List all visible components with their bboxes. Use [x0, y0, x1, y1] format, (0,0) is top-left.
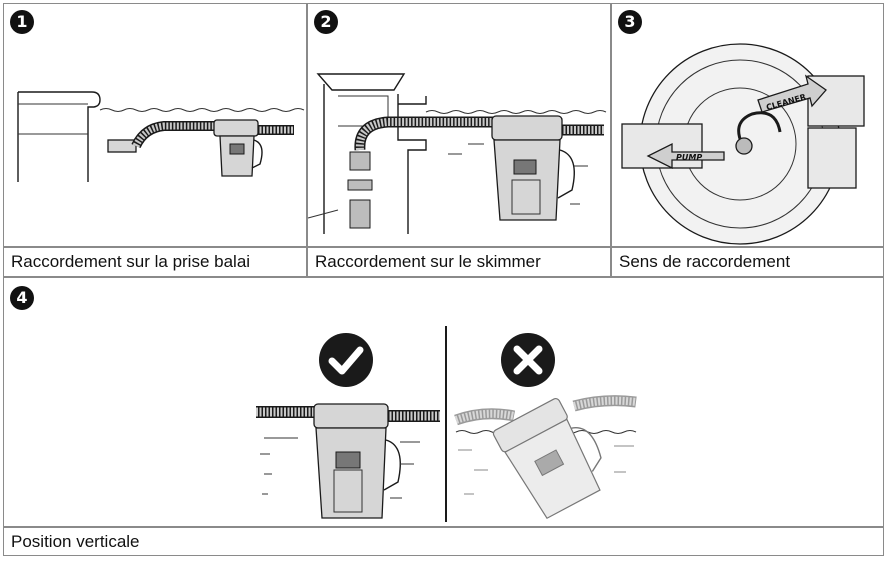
- panel-3-image: 3 CLEANER PUMP: [611, 3, 884, 247]
- panel-3-caption: Sens de raccordement: [611, 247, 884, 277]
- cross-icon: [501, 333, 555, 387]
- panel-4-image: 4: [3, 277, 884, 527]
- panel-2-image: 2: [307, 3, 611, 247]
- panel-2-caption: Raccordement sur le skimmer: [307, 247, 611, 277]
- step-number-1: 1: [10, 10, 34, 34]
- correct-vertical-position-illustration: [256, 403, 440, 519]
- panel-1-caption: Raccordement sur la prise balai: [3, 247, 307, 277]
- connection-direction-illustration: CLEANER PUMP: [621, 43, 865, 245]
- incorrect-tilted-position-illustration: [454, 395, 637, 520]
- step-number-3: 3: [618, 10, 642, 34]
- pump-label: PUMP: [676, 153, 702, 162]
- panel-1-image: 1: [3, 3, 307, 247]
- step-number-4: 4: [10, 286, 34, 310]
- panel-4-divider: [445, 326, 447, 522]
- panel-4-caption: Position verticale: [3, 527, 884, 556]
- step-number-2: 2: [314, 10, 338, 34]
- checkmark-icon: [319, 333, 373, 387]
- broom-socket-connection-illustration: [17, 91, 305, 182]
- instruction-grid: 1 Raccordement sur la prise balai 2: [3, 3, 884, 556]
- skimmer-connection-illustration: [307, 73, 607, 234]
